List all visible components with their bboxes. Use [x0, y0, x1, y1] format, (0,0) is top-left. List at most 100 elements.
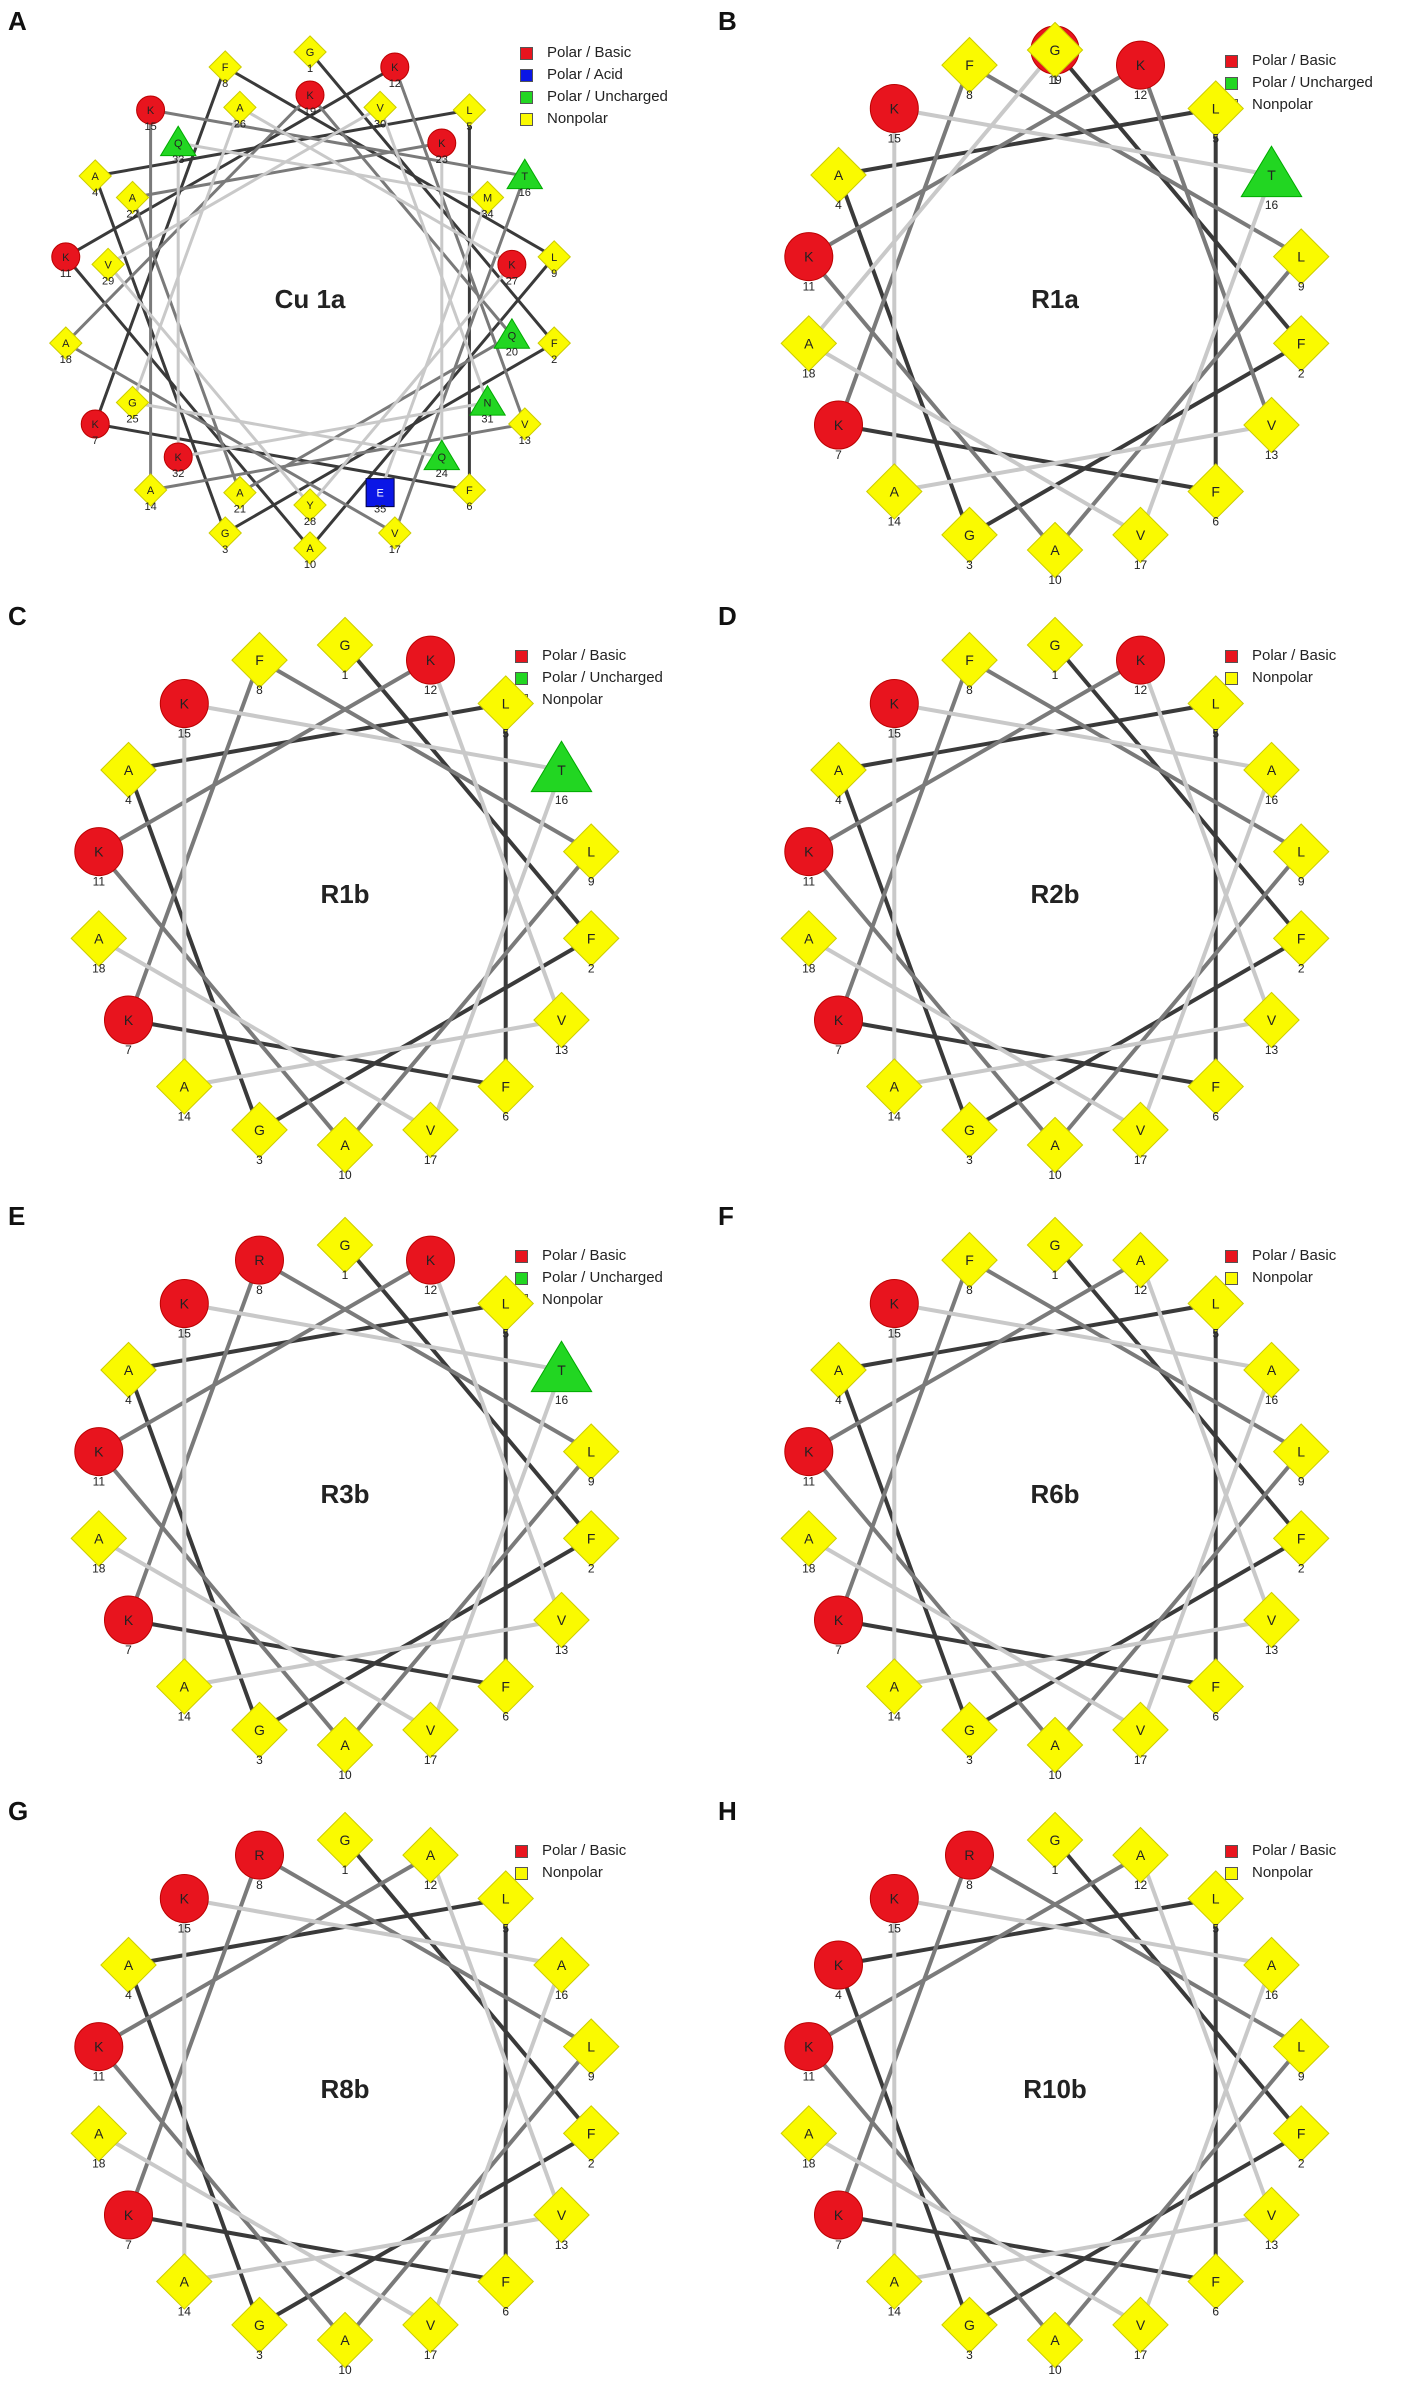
connector-10-11: [64, 255, 312, 550]
residue-8: F8: [941, 36, 998, 102]
residue-letter: L: [1297, 844, 1305, 860]
residue-letter: G: [340, 1832, 351, 1848]
connector-8-9: [967, 1853, 1304, 2049]
residue-letter: V: [1267, 417, 1277, 433]
legend-item-basic: Polar / Basic: [515, 645, 663, 667]
legend-swatch: [515, 671, 528, 685]
residue-letter: K: [92, 419, 100, 431]
legend-item-basic: Polar / Basic: [515, 1245, 663, 1267]
residue-letter: G: [964, 1122, 975, 1138]
residue-7: K7: [103, 1595, 153, 1657]
nonpolar-residue-marker: [477, 2253, 535, 2310]
residue-letter: T: [521, 171, 528, 183]
residue-letter: K: [94, 2039, 104, 2055]
residue-number: 10: [1048, 1768, 1062, 1782]
residue-number: 1: [1052, 1268, 1059, 1282]
residue-letter: K: [804, 2039, 814, 2055]
basic-residue-marker: [74, 2022, 124, 2072]
connector-11-12: [806, 1258, 1143, 1454]
residue-15: K15: [159, 678, 209, 740]
residue-number: 17: [1134, 1153, 1148, 1167]
residue-1: G1: [293, 35, 327, 75]
legend-label: Polar / Basic: [1252, 52, 1337, 69]
residues: E35M34Q33K32N31V30V29Y28K27A26G25Q24K23A…: [48, 35, 572, 571]
uncharged-residue-marker: [159, 125, 197, 157]
residue-18: A18: [70, 1510, 128, 1575]
nonpolar-residue-marker: [155, 1058, 213, 1115]
residue-letter: A: [236, 102, 244, 114]
connector-34-35: [378, 196, 489, 495]
panel-label: D: [718, 601, 737, 631]
connector-19-20: [308, 93, 514, 338]
residue-letter: V: [376, 102, 384, 114]
nonpolar-residue-marker: [1243, 2186, 1300, 2244]
residue-4: A4: [100, 741, 157, 807]
residue-19: K19: [295, 80, 325, 118]
nonpolar-residue-marker: [100, 741, 157, 799]
residue-2: F2: [562, 2105, 620, 2170]
nonpolar-residue-marker: [810, 741, 867, 799]
nonpolar-residue-marker: [1026, 1116, 1084, 1174]
residue-number: 3: [966, 1153, 973, 1167]
residue-number: 8: [966, 683, 973, 697]
residue-5: L5: [452, 93, 487, 133]
connector-10-11: [96, 1449, 347, 1747]
residue-8: R8: [944, 1830, 994, 1892]
legend-swatch: [520, 90, 533, 104]
basic-residue-marker: [103, 2190, 153, 2240]
residue-14: A14: [155, 1658, 213, 1724]
uncharged-residue-marker: [530, 1340, 593, 1393]
nonpolar-residue-marker: [231, 1101, 288, 1159]
connector-1-2: [1053, 48, 1304, 346]
nonpolar-residue-marker: [231, 631, 288, 689]
connector-13-14: [182, 1018, 564, 1089]
residue-letter: A: [124, 1362, 134, 1378]
residue-32: K32: [163, 442, 193, 480]
connector-17-18: [806, 1536, 1143, 1732]
residue-number: 23: [436, 154, 448, 166]
residue-number: 8: [256, 1878, 263, 1892]
connector-1-2: [1053, 1838, 1304, 2136]
residue-18: A18: [70, 910, 128, 975]
connector-12-13: [428, 1258, 564, 1622]
residue-7: K7: [813, 1595, 863, 1657]
nonpolar-residue-marker: [402, 1701, 459, 1759]
residue-number: 2: [1298, 961, 1305, 975]
residue-12: A12: [402, 1826, 459, 1892]
nonpolar-residue-marker: [1112, 1701, 1169, 1759]
residue-number: 15: [178, 726, 192, 740]
residues: A18V17A16K15A14V13A12K11A10L9R8K7F6L5K4G…: [780, 1811, 1330, 2377]
legend-label: Polar / Acid: [547, 66, 623, 83]
residue-2: F2: [562, 1510, 620, 1575]
residue-letter: V: [1136, 1122, 1146, 1138]
legend-item-nonpolar: Nonpolar: [1225, 667, 1336, 689]
residue-5: L5: [1187, 1870, 1245, 1935]
connector-9-10: [1053, 254, 1304, 552]
residues: A18V17A16K15A14V13K12K11A10L9F8K7F6L5A4G…: [780, 616, 1330, 1182]
residue-letter: G: [306, 47, 315, 59]
residue-number: 10: [1048, 1168, 1062, 1182]
residue-14: A14: [155, 2253, 213, 2319]
residue-1: G1: [1026, 616, 1084, 682]
residue-number: 13: [1265, 2238, 1279, 2252]
residue-number: 11: [803, 875, 816, 889]
residue-letter: A: [1050, 1137, 1060, 1153]
nonpolar-residue-marker: [1243, 1341, 1300, 1399]
residue-13: V13: [533, 991, 590, 1057]
residue-number: 5: [1212, 131, 1219, 145]
residue-number: 2: [1298, 1561, 1305, 1575]
residue-letter: A: [834, 167, 844, 183]
connector-10-11: [96, 849, 347, 1147]
panel-label: H: [718, 1796, 737, 1826]
residue-number: 3: [256, 1153, 263, 1167]
connector-15-16: [182, 1301, 564, 1372]
residue-16: A16: [1243, 741, 1300, 807]
residue-letter: G: [340, 1237, 351, 1253]
nonpolar-residue-marker: [562, 2105, 620, 2162]
connector-33-34: [176, 141, 489, 199]
residue-6: F6: [1187, 2253, 1245, 2319]
nonpolar-residue-marker: [537, 240, 572, 274]
connector-8-9: [257, 1853, 594, 2049]
